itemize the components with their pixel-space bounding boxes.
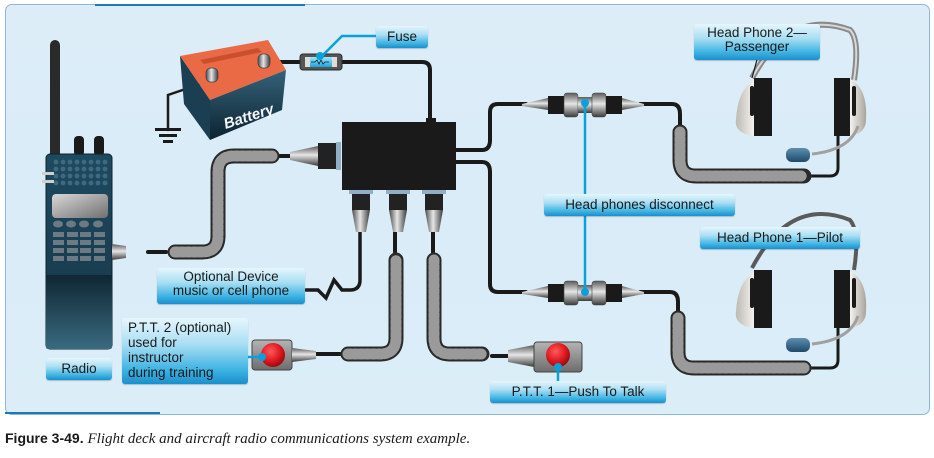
- ptt1-button-icon: [546, 343, 570, 367]
- leader-dot-hp1-disconnect: [581, 288, 589, 296]
- headphone1-disconnect: [522, 280, 644, 306]
- label-headphones-disconnect: Head phones disconnect: [544, 194, 735, 216]
- frame-accent-top: [95, 4, 305, 6]
- label-fuse: Fuse: [376, 26, 428, 48]
- battery-terminal-negative: [205, 67, 219, 83]
- cable-hp1-disconnect-out: [638, 290, 680, 318]
- label-headphone2: Head Phone 2— Passenger: [694, 24, 820, 60]
- cable-hp2-disconnect-out: [638, 102, 682, 132]
- cable-box-to-hp2-disconnect: [453, 102, 528, 152]
- coil-ptt1: [428, 254, 488, 360]
- coiled-cables: [167, 124, 812, 376]
- fuse: [299, 53, 343, 71]
- label-headphone1: Head Phone 1—Pilot: [700, 227, 860, 249]
- ptt1-switch: [508, 341, 583, 373]
- headphone1: [735, 212, 867, 352]
- box-bottom-connectors: [349, 190, 446, 232]
- figure-number: Figure 3-49.: [5, 430, 84, 446]
- leader-dot-hp2-disconnect: [581, 99, 589, 107]
- cable-hp1-cord: [806, 310, 840, 370]
- junction-box: [290, 118, 456, 232]
- figure-caption: Figure 3-49. Flight deck and aircraft ra…: [5, 430, 470, 448]
- headphone1-mic-icon: [786, 338, 810, 352]
- coil-ptt2: [342, 254, 402, 360]
- coil-headphone2: [674, 126, 810, 182]
- leader-dot-fuse: [316, 52, 324, 60]
- leader-dot-ptt1: [554, 363, 562, 371]
- cable-box-to-hp1-disconnect: [453, 160, 528, 294]
- figure-caption-text: Flight deck and aircraft radio communica…: [87, 431, 471, 447]
- label-optional-device: Optional Device music or cell phone: [157, 268, 305, 304]
- cable-fuse-to-box: [338, 60, 432, 124]
- ground-symbol-icon: [155, 128, 181, 143]
- ptt2-switch: [251, 339, 316, 371]
- radio-keypad: [53, 220, 105, 261]
- battery-terminal-positive: [257, 53, 271, 69]
- ptt2-button-icon: [261, 343, 285, 367]
- label-ptt1: P.T.T. 1—Push To Talk: [490, 381, 666, 403]
- radio-display: [52, 194, 108, 218]
- radio: [42, 40, 126, 350]
- radio-speaker-grille: [53, 159, 108, 186]
- cable-optional-device: [304, 228, 362, 302]
- cable-hp2-cord: [806, 118, 840, 178]
- coil-headphone1: [672, 312, 810, 374]
- frame-accent-bottom: [5, 412, 160, 414]
- battery: Battery: [180, 40, 286, 140]
- label-radio: Radio: [46, 358, 112, 380]
- leader-dot-ptt2: [258, 353, 266, 361]
- label-ptt2: P.T.T. 2 (optional) used for instructor …: [122, 318, 248, 384]
- headphone2-mic-icon: [786, 148, 810, 162]
- coil-radio-to-box: [169, 150, 278, 258]
- leader-fuse: [319, 34, 378, 59]
